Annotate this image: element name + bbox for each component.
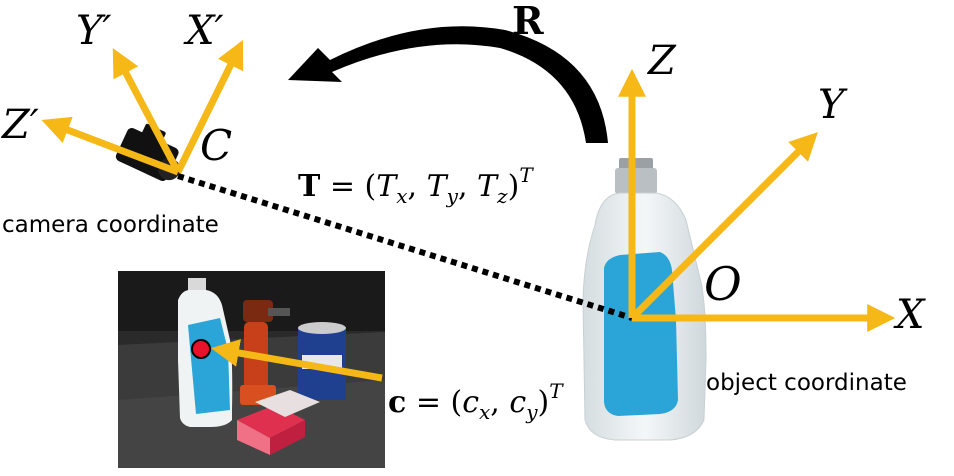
translation-symbol: T bbox=[298, 169, 321, 204]
projection-c2: c bbox=[509, 385, 526, 420]
camera-x-axis bbox=[174, 39, 244, 174]
translation-eq: = ( bbox=[320, 169, 376, 204]
projection-equation: c = (cx, cy)T bbox=[388, 379, 564, 424]
camera-axes bbox=[41, 39, 244, 176]
camera-caption: camera coordinate bbox=[2, 212, 219, 238]
object-y-label: Y bbox=[818, 82, 848, 128]
object-x-label: X bbox=[893, 292, 926, 338]
object-y-axis bbox=[629, 132, 818, 321]
object-caption: object coordinate bbox=[706, 370, 907, 396]
camera-z-axis bbox=[41, 116, 180, 176]
projection-arrow bbox=[210, 339, 383, 382]
projection-c1: c bbox=[462, 385, 479, 420]
camera-x-label: X′ bbox=[183, 8, 224, 54]
projection-c1-sub: x bbox=[479, 400, 490, 424]
projection-sup: T bbox=[549, 379, 564, 403]
translation-line bbox=[177, 173, 633, 321]
translation-t1-sub: x bbox=[396, 184, 407, 208]
projected-point-marker bbox=[191, 339, 211, 359]
translation-t3: T bbox=[477, 169, 499, 204]
projection-eq: = ( bbox=[406, 385, 462, 420]
projection-symbol: c bbox=[388, 385, 406, 420]
camera-center-label: C bbox=[200, 121, 232, 170]
camera-z-label: Z′ bbox=[0, 102, 39, 148]
bottle-icon bbox=[582, 158, 707, 441]
translation-t2-sub: y bbox=[446, 184, 459, 208]
object-z-label: Z bbox=[646, 38, 677, 84]
projection-close: ) bbox=[538, 385, 550, 420]
object-axes bbox=[618, 68, 896, 332]
translation-close: ) bbox=[508, 169, 520, 204]
camera-y-axis bbox=[112, 48, 182, 174]
rotation-label: R bbox=[512, 0, 544, 43]
gelatin-box-object bbox=[237, 390, 320, 455]
translation-t2: T bbox=[427, 169, 449, 204]
translation-sup: T bbox=[519, 163, 534, 187]
object-origin-label: O bbox=[704, 257, 742, 311]
coffee-can-object bbox=[298, 322, 346, 400]
translation-equation: T = (Tx, Ty, Tz)T bbox=[298, 163, 534, 208]
camera-y-label: Y′ bbox=[76, 8, 112, 54]
projection-c2-sub: y bbox=[525, 400, 538, 424]
translation-t1: T bbox=[376, 169, 398, 204]
rotation-arrow bbox=[288, 26, 608, 143]
translation-t3-sub: z bbox=[496, 184, 508, 208]
drill-object bbox=[240, 300, 290, 405]
